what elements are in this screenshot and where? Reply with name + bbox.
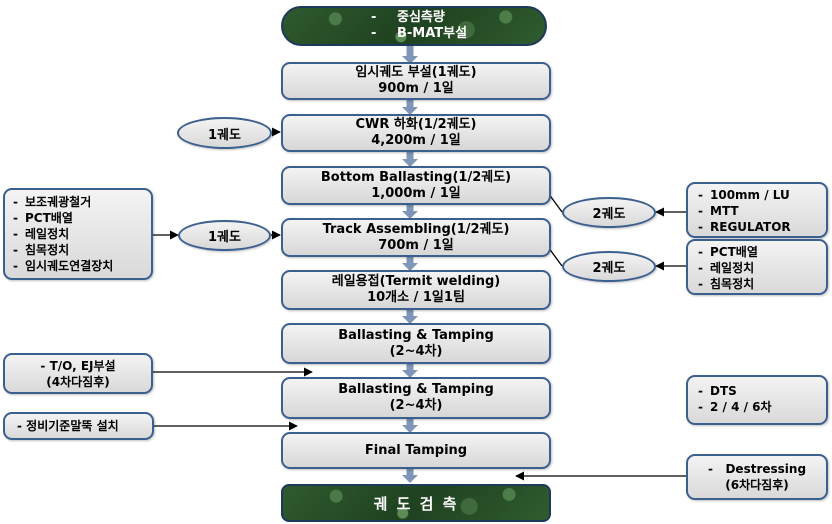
step-cwr-unloading: CWR 하화(1/2궤도) 4,200m / 1일 <box>281 114 551 152</box>
note-track-install-right: PCT배열 레일정치 침목정치 <box>686 239 828 295</box>
flow-arrow-head-7 <box>402 370 418 378</box>
step-temporary-track: 임시궤도 부설(1궤도) 900m / 1일 <box>281 62 551 100</box>
step-bottom-ballasting: Bottom Ballasting(1/2궤도) 1,000m / 1일 <box>281 166 551 205</box>
note-track-install-left: 보조궤광철거 PCT배열 레일정치 침목정치 임시궤도연결장치 <box>3 188 153 280</box>
step-track-assembling: Track Assembling(1/2궤도) 700m / 1일 <box>281 218 551 257</box>
end-label: 궤 도 검 측 <box>373 494 459 513</box>
step-rail-welding: 레일용접(Termit welding) 10개소 / 1일1팀 <box>281 270 551 310</box>
flow-arrow-head-2 <box>402 107 418 115</box>
step-ballasting-tamping-1: Ballasting & Tamping (2~4차) <box>281 323 551 364</box>
oval-track1-assembly: 1궤도 <box>178 220 271 251</box>
oval-track2-install: 2궤도 <box>562 251 656 282</box>
flow-arrow-head-4 <box>402 211 418 219</box>
flow-arrow-head-8 <box>402 425 418 433</box>
flow-arrows <box>402 44 418 483</box>
flow-arrow-head-5 <box>402 263 418 271</box>
flow-arrow-head-3 <box>402 159 418 167</box>
step-final-tamping: Final Tamping <box>281 432 551 469</box>
note-dts: DTS 2 / 4 / 6차 <box>686 375 828 425</box>
oval-track2-equipment: 2궤도 <box>562 197 656 228</box>
note-destressing: - Destressing (6차다짐후) <box>686 454 828 500</box>
start-item-1: 중심측량 <box>397 10 445 25</box>
oval-track1-cwr: 1궤도 <box>177 117 272 149</box>
start-box: -중심측량 -B-MAT부설 <box>281 6 547 46</box>
flow-arrow-head-9 <box>402 475 418 483</box>
flow-arrow-head-6 <box>402 316 418 324</box>
start-item-2: B-MAT부설 <box>397 26 468 41</box>
end-box: 궤 도 검 측 <box>281 484 551 522</box>
step-ballasting-tamping-2: Ballasting & Tamping (2~4차) <box>281 377 551 419</box>
note-equipment: 100mm / LU MTT REGULATOR <box>686 182 828 238</box>
note-benchmark: - 정비기준말뚝 설치 <box>3 412 154 440</box>
note-turnout: - T/O, EJ부설 (4차다짐후) <box>3 353 153 394</box>
flow-arrow-head-1 <box>402 56 418 64</box>
